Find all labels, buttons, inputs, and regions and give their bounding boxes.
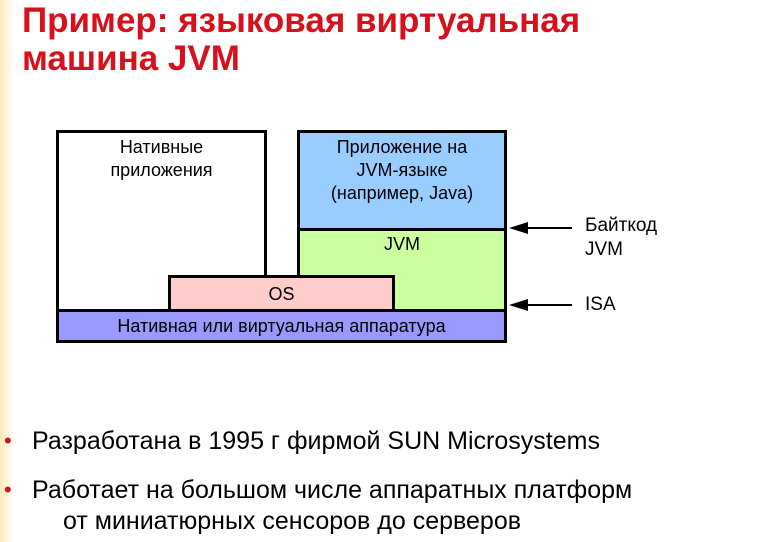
bullet-text: Работает на большом числе аппаратных пла…: [32, 476, 633, 504]
os-label: OS: [268, 284, 295, 304]
slide-title-line-2: машина JVM: [22, 39, 240, 78]
native-apps-label-line-2: приложения: [110, 160, 213, 180]
bullet-dot-icon: •: [4, 428, 12, 453]
bullet-dot-icon: •: [4, 477, 12, 502]
bullet-text-continuation: от миниатюрных сенсоров до серверов: [63, 507, 522, 535]
bytecode-label: Байткод JVM: [585, 214, 657, 262]
isa-label: ISA: [585, 294, 616, 315]
hardware-box: Нативная или виртуальная аппаратура: [56, 309, 507, 343]
bullet-text: Разработана в 1995 г фирмой SUN Microsys…: [32, 427, 600, 455]
jvm-label: JVM: [384, 234, 420, 254]
slide-title-line-1: Пример: языковая виртуальная: [22, 1, 581, 40]
native-applications-box: Нативные приложения: [56, 130, 267, 312]
slide-edge-decoration: [0, 0, 14, 542]
hardware-label: Нативная или виртуальная аппаратура: [117, 316, 446, 336]
native-apps-label-line-1: Нативные: [119, 137, 204, 157]
jvm-app-label-line-3: (например, Java): [330, 183, 474, 203]
bytecode-arrow: [509, 222, 572, 234]
jvm-app-label-line-1: Приложение на: [336, 137, 468, 157]
isa-arrow: [509, 299, 572, 311]
jvm-app-label-line-2: JVM-языке: [356, 160, 448, 180]
bytecode-label-line-2: JVM: [585, 239, 623, 260]
jvm-language-application-box: Приложение на JVM-языке (например, Java): [297, 130, 507, 231]
slide-title: Пример: языковая виртуальная машина JVM: [22, 2, 742, 78]
bytecode-label-line-1: Байткод: [585, 215, 658, 236]
